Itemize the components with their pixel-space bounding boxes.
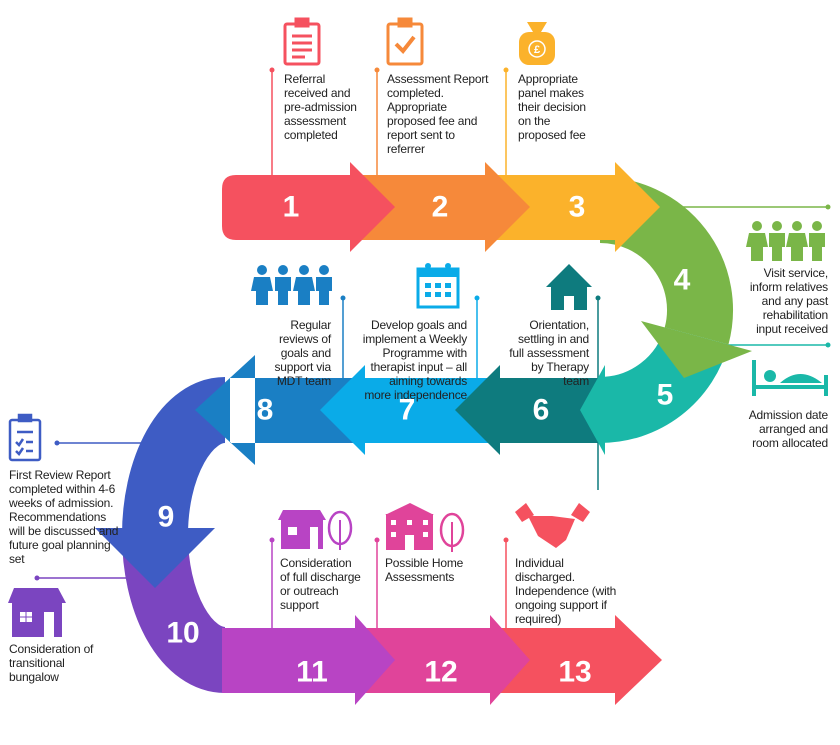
house-tree-icon: [278, 510, 353, 550]
clipboard-check-icon: [386, 17, 424, 66]
handshake-icon: [515, 503, 590, 548]
step-number-6: 6: [533, 394, 550, 427]
segment-12: [355, 615, 530, 705]
step-number-3: 3: [569, 191, 586, 224]
step-number-9: 9: [158, 501, 175, 534]
segment-4-arrowhead: [641, 321, 752, 378]
house-icon: [546, 264, 592, 310]
step-number-10: 10: [166, 617, 199, 650]
step-3-description: Appropriate panel makes their decision o…: [518, 72, 586, 142]
step-number-7: 7: [399, 394, 416, 427]
segment-1: [222, 162, 395, 252]
step-number-8: 8: [257, 394, 274, 427]
step-number-11: 11: [296, 656, 328, 689]
step-7-description: Develop goals and implement a Weekly Pro…: [362, 318, 467, 402]
people-group-icon: [251, 265, 332, 305]
step-number-5: 5: [657, 379, 674, 412]
segment-3: [485, 162, 660, 252]
step-2-description: Assessment Report completed. Appropriate…: [387, 72, 489, 156]
step-number-4: 4: [674, 264, 691, 297]
step-number-13: 13: [558, 656, 591, 689]
calendar-icon: [416, 263, 460, 309]
segment-9-arrowhead: [95, 528, 215, 588]
money-bag-pound-icon: £: [519, 22, 555, 65]
clipboard-list-icon: [283, 17, 321, 66]
bed-icon: [752, 360, 828, 396]
step-number-12: 12: [424, 656, 457, 689]
bungalow-icon: [8, 588, 66, 637]
step-number-2: 2: [432, 191, 449, 224]
step-12-description: Possible Home Assessments: [385, 556, 464, 584]
step-8-description: Regular reviews of goals and support via…: [274, 318, 332, 388]
step-6-description: Orientation, settling in and full assess…: [509, 318, 589, 388]
segment-11: [222, 615, 395, 705]
clipboard-checklist-icon: [8, 413, 42, 462]
step-4-description: Visit service, inform relatives and any …: [749, 266, 828, 336]
step-5-description: Admission date arranged and room allocat…: [748, 408, 828, 450]
step-1-description: Referral received and pre-admission asse…: [284, 72, 357, 142]
people-group-icon: [746, 221, 825, 261]
step-9-description: First Review Report completed within 4-6…: [9, 468, 119, 566]
step-13-description: Individual discharged. Independence (wit…: [515, 556, 617, 626]
svg-text:£: £: [534, 44, 540, 56]
step-11-description: Consideration of full discharge or outre…: [280, 556, 361, 612]
segment-2: [350, 162, 530, 252]
home-tree-icon: [385, 503, 465, 552]
segment-5-arrowhead: [580, 365, 605, 455]
step-10-description: Consideration of transitional bungalow: [9, 642, 94, 684]
step-number-1: 1: [283, 191, 300, 224]
segment-6: [455, 365, 605, 455]
segment-13: [490, 615, 662, 705]
segment-7: [320, 365, 500, 455]
segment-8: [195, 355, 365, 465]
